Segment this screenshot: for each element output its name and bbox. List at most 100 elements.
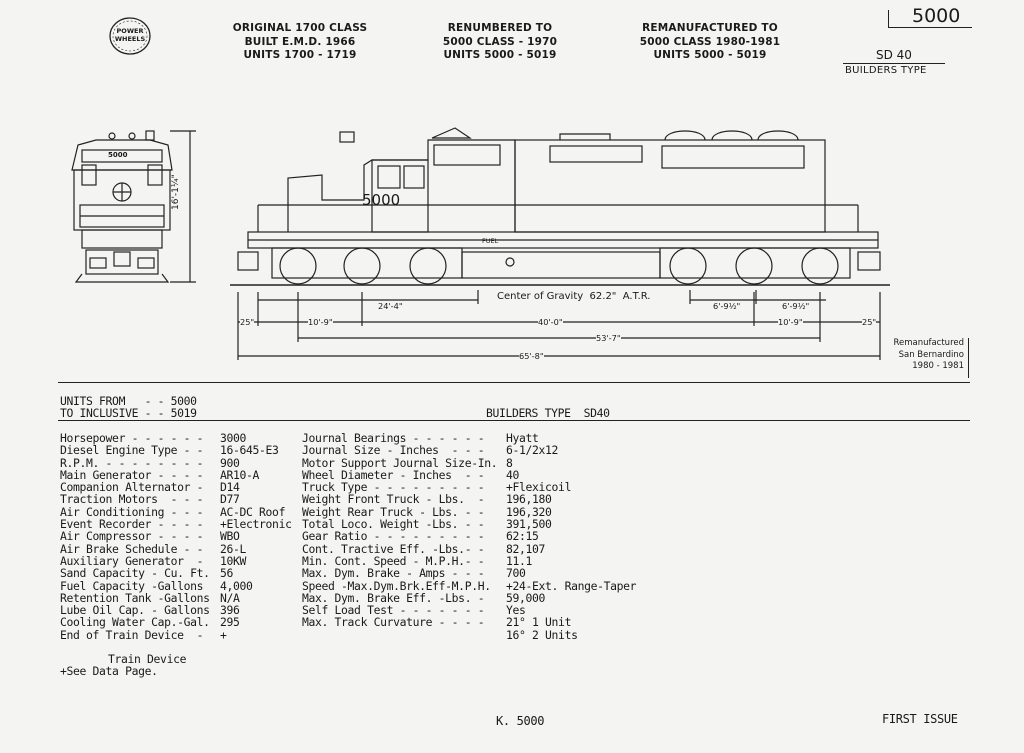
- dim-65-8: 65'-8": [519, 351, 544, 361]
- spec-value: 10KW: [220, 553, 247, 568]
- power-wheels-logo: POWER WHEELS: [108, 16, 152, 56]
- spec-row: Truck Type - - - - - - - - -+Flexicoil: [302, 481, 636, 494]
- section-rule-top: [58, 382, 970, 383]
- spec-row: Journal Bearings - - - - - - Hyatt: [302, 431, 636, 445]
- remanufactured-note: Remanufactured San Bernardino 1980 - 198…: [893, 338, 964, 371]
- spec-value: AC-DC Roof: [220, 504, 286, 519]
- spec-label: Max. Track Curvature - - - -: [302, 615, 485, 630]
- spec-value: 295: [220, 615, 240, 630]
- unit-number-bracket: [888, 10, 972, 28]
- spec-label: Lube Oil Cap. - Gallons: [60, 603, 210, 618]
- fuel-tank-label: FUEL: [482, 237, 499, 245]
- spec-row: Retention Tank -Gallons N/A: [60, 590, 292, 605]
- spec-row: Wheel Diameter - Inches - -40: [302, 467, 636, 482]
- unit-number: 5000: [912, 5, 961, 27]
- spec-row: Companion Alternator - D14: [60, 480, 292, 495]
- spec-label: Journal Bearings - - - - - -: [302, 431, 485, 445]
- spec-row: Max. Track Curvature - - - -21° 1 Unit: [302, 615, 636, 630]
- spec-label: Max. Dym. Brake - Amps - - -: [302, 566, 485, 581]
- spec-value: 6-1/2x12: [506, 443, 559, 458]
- spec-label: Journal Size - Inches - - -: [302, 443, 485, 458]
- spec-value: 700: [506, 566, 526, 581]
- spec-value: D14: [220, 480, 240, 495]
- model-label: SD 40: [876, 48, 912, 62]
- section-rule-mid: [58, 420, 970, 421]
- page-number: K. 5000: [496, 714, 545, 728]
- spec-value: 196,180: [506, 492, 552, 507]
- spec-label: Main Generator - - - -: [60, 467, 204, 482]
- spec-label: Air Brake Schedule - -: [60, 541, 204, 556]
- spec-value: N/A: [220, 590, 240, 605]
- spec-row: Self Load Test - - - - - - -Yes: [302, 604, 636, 617]
- units-from: UNITS FROM - - 5000: [60, 394, 197, 408]
- spec-row: Horsepower - - - - - - 3000: [60, 431, 292, 445]
- spec-row: Max. Dym. Brake - Amps - - - 700: [302, 566, 636, 581]
- spec-value: +Electronic: [220, 517, 292, 532]
- spec-value: WBO: [220, 529, 240, 544]
- front-number-board: 5000: [108, 151, 128, 159]
- model-underline: [843, 63, 945, 64]
- spec-label: Total Loco. Weight -Lbs. - -: [302, 517, 485, 532]
- spec-value: +: [220, 627, 227, 642]
- spec-label: Speed -Max.Dym.Brk.Eff-M.P.H.: [302, 578, 491, 593]
- spec-row: Air Conditioning - - -AC-DC Roof: [60, 504, 292, 519]
- spec-row: Traction Motors - - - D77: [60, 492, 292, 507]
- locomotive-diagram: [71, 127, 890, 360]
- units-to: TO INCLUSIVE - - 5019: [60, 406, 197, 420]
- spec-row: End of Train Device - +: [60, 627, 292, 642]
- spec-row: Total Loco. Weight -Lbs. - -391,500: [302, 517, 636, 532]
- spec-value: D77: [220, 492, 240, 507]
- spec-label: Auxiliary Generator -: [60, 553, 204, 568]
- spec-value: 16-645-E3: [220, 443, 279, 458]
- spec-value: 3000: [220, 431, 247, 445]
- spec-row: 16° 2 Units: [302, 627, 636, 642]
- see-data-page: +See Data Page.: [60, 664, 158, 678]
- spec-label: Diesel Engine Type - -: [60, 443, 204, 458]
- spec-row: Event Recorder - - - - +Electronic: [60, 517, 292, 532]
- spec-label: Horsepower - - - - - -: [60, 431, 204, 445]
- note-box-border: [968, 338, 969, 378]
- spec-label: Retention Tank -Gallons: [60, 590, 210, 605]
- spec-value: 62:15: [506, 529, 539, 544]
- spec-value: 56: [220, 566, 234, 581]
- spec-row: Air Brake Schedule - -26-L: [60, 541, 292, 556]
- builders-type-label: BUILDERS TYPE SD40: [486, 406, 610, 420]
- spec-label: Fuel Capacity -Gallons: [60, 578, 204, 593]
- spec-label: Traction Motors - - -: [60, 492, 204, 507]
- spec-row: Motor Support Journal Size-In. 8: [302, 455, 636, 470]
- spec-label: Sand Capacity - Cu. Ft.: [60, 566, 210, 581]
- spec-value: 8: [506, 455, 513, 470]
- spec-label: R.P.M. - - - - - - - -: [60, 455, 204, 470]
- spec-label: Motor Support Journal Size-In.: [302, 455, 498, 470]
- front-view: [71, 130, 173, 283]
- builders-type-caption: BUILDERS TYPE: [845, 65, 927, 76]
- spec-row: Sand Capacity - Cu. Ft. 56: [60, 566, 292, 581]
- spec-value: 82,107: [506, 541, 546, 556]
- spec-label: Gear Ratio - - - - - - - - -: [302, 529, 485, 544]
- spec-label: End of Train Device -: [60, 627, 204, 642]
- spec-label: Cont. Tractive Eff. -Lbs.- -: [302, 541, 485, 556]
- spec-row: Weight Rear Truck - Lbs. - -196,320: [302, 505, 636, 518]
- spec-label: Companion Alternator -: [60, 480, 204, 495]
- spec-value: 11.1: [506, 553, 533, 568]
- dim-25-b: 25": [862, 317, 877, 327]
- spec-row: Auxiliary Generator - 10KW: [60, 553, 292, 568]
- center-of-gravity: Center of Gravity 62.2" A.T.R.: [497, 291, 651, 302]
- dim-6-9-a: 6'-9½": [713, 301, 741, 311]
- spec-label: Event Recorder - - - -: [60, 517, 204, 532]
- spec-row: Diesel Engine Type - - 16-645-E3: [60, 443, 292, 458]
- side-view: [230, 127, 890, 286]
- spec-value: 900: [220, 455, 240, 470]
- spec-value: Hyatt: [506, 431, 539, 445]
- spec-row: Min. Cont. Speed - M.P.H.- -11.1: [302, 553, 636, 568]
- spec-value: 16° 2 Units: [506, 627, 578, 642]
- dim-25-a: 25": [240, 317, 255, 327]
- spec-label: Wheel Diameter - Inches - -: [302, 467, 485, 482]
- spec-row: Max. Dym. Brake Eff. -Lbs. -59,000: [302, 592, 636, 605]
